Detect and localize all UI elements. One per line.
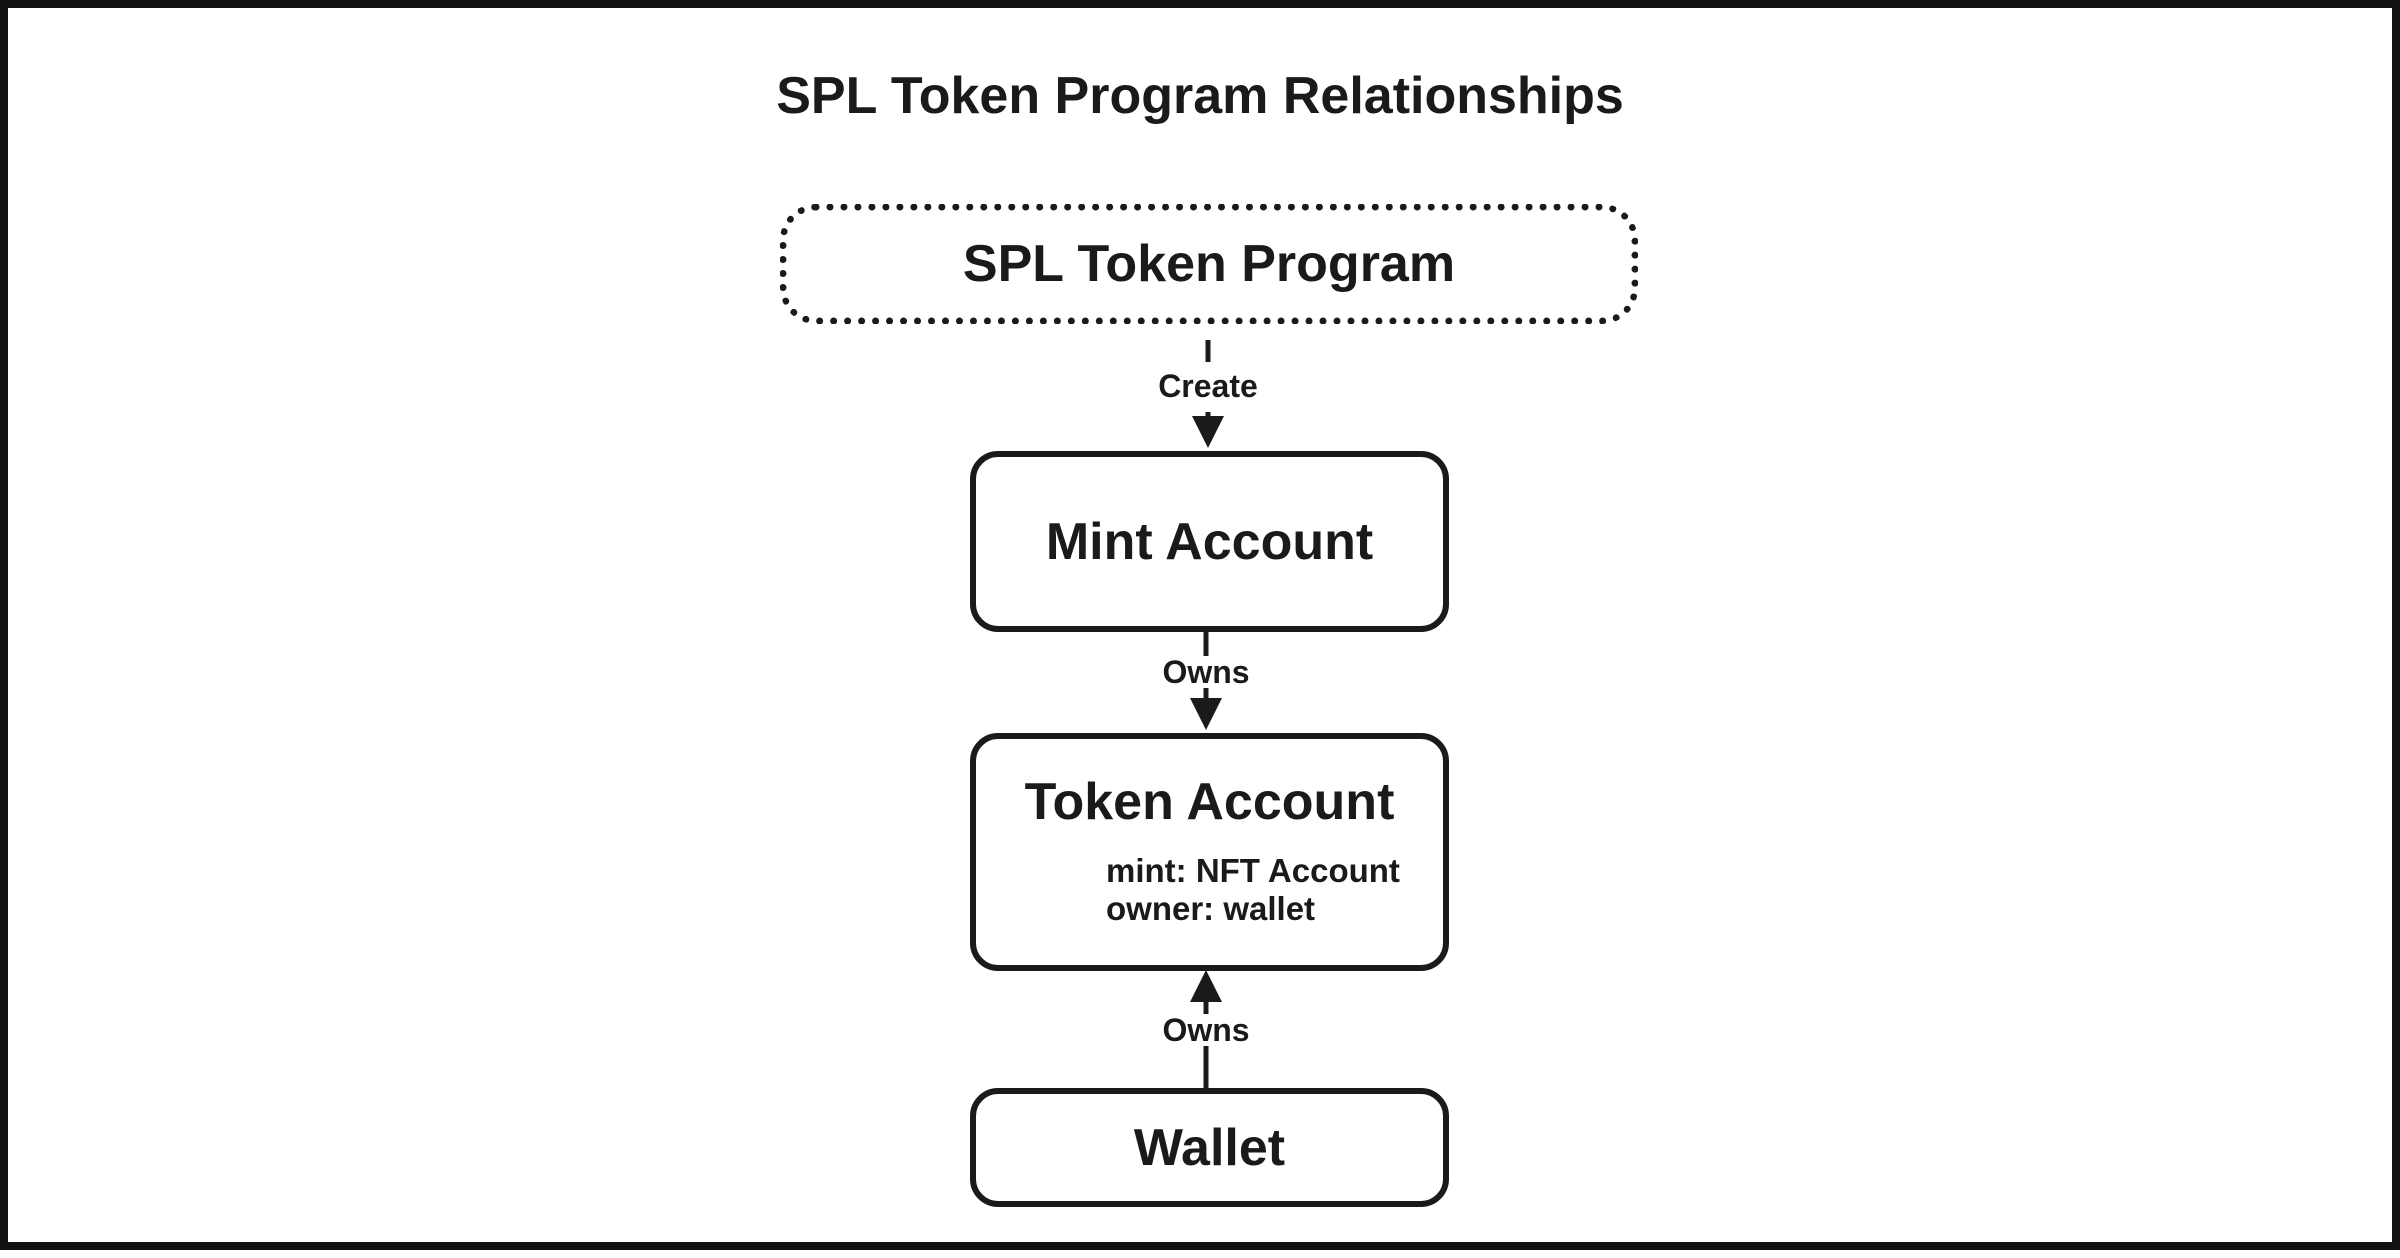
edges-layer [1190, 340, 1224, 1088]
edge-create-arrowhead [1192, 416, 1224, 448]
edge-wallet-owns-token-arrowhead [1190, 970, 1222, 1002]
node-spl-token-program-label: SPL Token Program [962, 235, 1456, 293]
node-mint-account: Mint Account [970, 451, 1449, 632]
edge-label-mint-owns-token: Owns [1158, 656, 1254, 688]
node-token-account-label: Token Account [1024, 772, 1395, 831]
node-mint-account-label: Mint Account [1045, 512, 1374, 571]
token-account-detail-mint: mint: NFT Account [1106, 851, 1400, 889]
node-wallet: Wallet [970, 1088, 1449, 1207]
edge-label-create: Create [1154, 370, 1262, 402]
diagram-title: SPL Token Program Relationships [776, 67, 1624, 125]
edge-label-wallet-owns-token: Owns [1158, 1014, 1254, 1046]
node-token-account-details: mint: NFT Account owner: wallet [1016, 852, 1443, 929]
node-token-account: Token Account mint: NFT Account owner: w… [970, 733, 1449, 971]
token-account-detail-owner: owner: wallet [1106, 890, 1316, 927]
node-wallet-label: Wallet [1133, 1118, 1286, 1177]
node-spl-token-program: SPL Token Program [780, 204, 1638, 324]
edge-mint-owns-token-arrowhead [1190, 698, 1222, 730]
